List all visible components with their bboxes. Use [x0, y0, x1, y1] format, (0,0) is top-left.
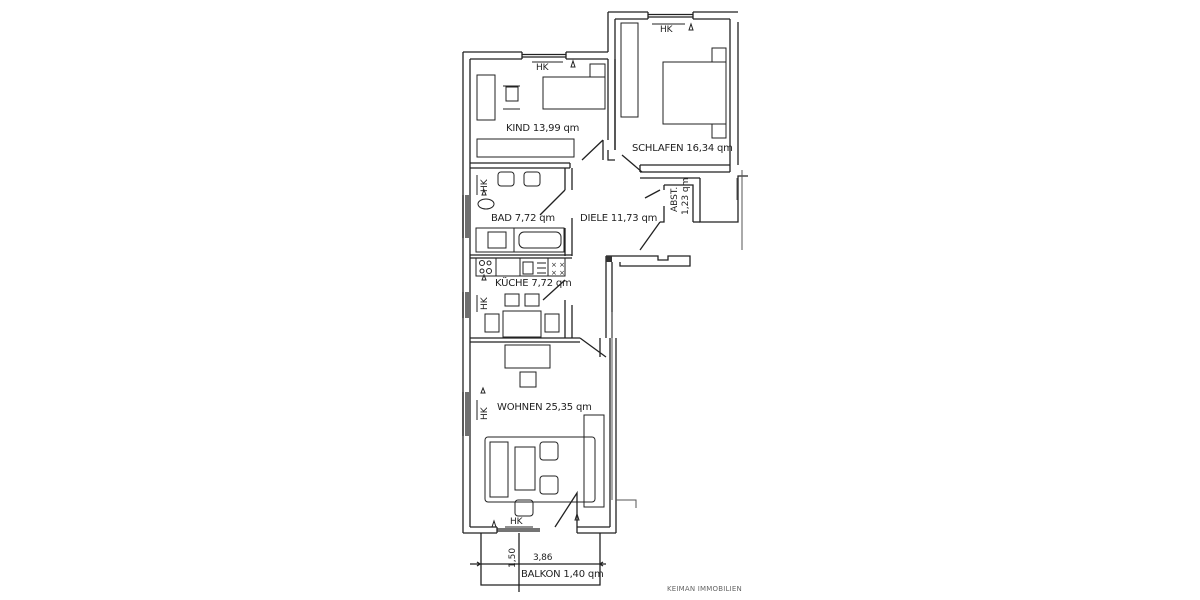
balcony	[470, 533, 606, 592]
room-label-bad: BAD 7,72 qm	[491, 213, 555, 224]
heater-label-schlafen: HK	[660, 25, 673, 35]
room-label-abst: ABST.	[670, 187, 680, 212]
room-label-diele: DIELE 11,73 qm	[580, 213, 658, 224]
watermark: KEIMAN IMMOBILIEN	[667, 585, 742, 593]
room-label-wohnen: WOHNEN 25,35 qm	[497, 402, 592, 413]
furniture: × × × ×	[475, 22, 727, 528]
heater-label-wohnen-window: HK	[510, 517, 523, 527]
room-label-balkon: BALKON 1,40 qm	[521, 569, 604, 580]
heater-label-wohnen: HK	[480, 407, 490, 420]
room-label-schlafen: SCHLAFEN 16,34 qm	[632, 143, 733, 154]
abst-name: ABST.	[670, 186, 680, 212]
heater-label-kind: HK	[536, 63, 549, 73]
room-label-abst-area: 1,23 qm	[681, 177, 691, 215]
dimension-balkon-width: 3,86	[533, 553, 553, 563]
room-label-kind: KIND 13,99 qm	[506, 123, 580, 134]
heater-label-bad: HK	[480, 179, 490, 192]
svg-text:× ×: × ×	[551, 269, 565, 277]
room-label-kueche: KÜCHE 7,72 qm	[495, 278, 572, 289]
exterior-walls	[462, 11, 748, 534]
heater-label-kueche: HK	[480, 297, 490, 310]
dimension-balkon-depth: 1,50	[508, 547, 518, 568]
pillar	[606, 256, 612, 262]
svg-text:× ×: × ×	[551, 261, 565, 269]
adjacent-building	[611, 170, 743, 508]
